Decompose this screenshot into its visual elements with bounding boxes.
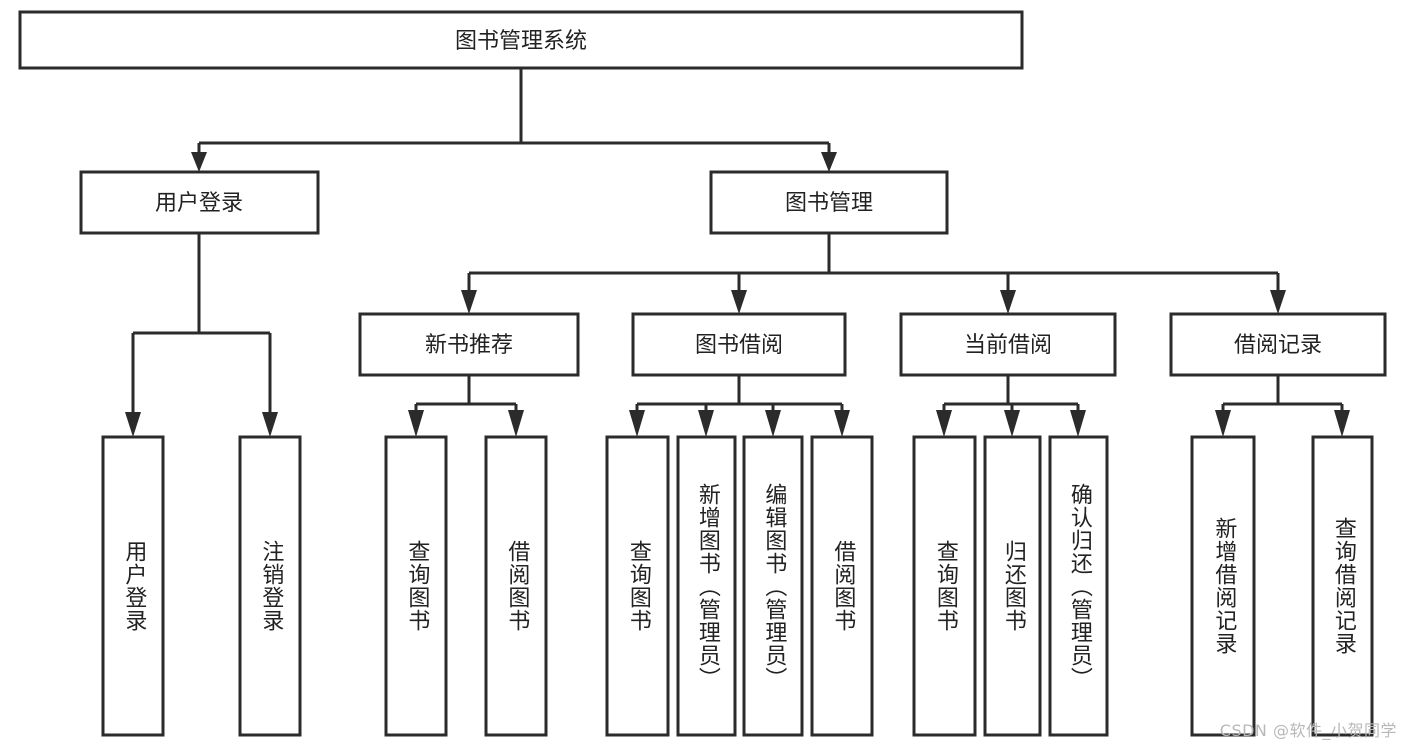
label-root: 图书管理系统 xyxy=(455,29,587,54)
arrowhead-user-login xyxy=(191,152,207,172)
arrowhead-bb-edit xyxy=(765,410,781,437)
node-boxes xyxy=(18,10,1387,737)
arrowhead-cb-query xyxy=(936,410,952,437)
node-box-leaf-br-add[interactable] xyxy=(1190,435,1256,737)
label-new-book-rec: 新书推荐 xyxy=(425,333,513,358)
node-box-leaf-nb-borrow[interactable] xyxy=(484,435,548,737)
connector-group-new-book-rec xyxy=(408,375,524,437)
arrowhead-new-book-rec xyxy=(461,290,477,314)
arrowhead-cb-confirm xyxy=(1070,410,1086,437)
connector-group-current-borrow xyxy=(936,375,1086,437)
node-box-leaf-logout[interactable] xyxy=(238,435,302,737)
arrowhead-current-borrow xyxy=(1000,290,1016,314)
node-box-leaf-cb-return[interactable] xyxy=(983,435,1042,737)
label-borrow-record: 借阅记录 xyxy=(1234,333,1322,358)
node-box-leaf-bb-query[interactable] xyxy=(605,435,670,737)
node-box-borrow-record[interactable] xyxy=(1169,312,1387,377)
arrowhead-nb-query xyxy=(408,410,424,437)
node-box-leaf-nb-query[interactable] xyxy=(384,435,448,737)
node-box-book-manage[interactable] xyxy=(709,170,949,235)
node-box-leaf-user-login[interactable] xyxy=(101,435,165,737)
arrowhead-cb-return xyxy=(1004,410,1020,437)
arrowhead-bb-borrow xyxy=(834,410,850,437)
arrowhead-br-query xyxy=(1334,410,1350,437)
node-box-leaf-bb-borrow[interactable] xyxy=(810,435,874,737)
label-book-borrow: 图书借阅 xyxy=(695,333,783,358)
connector-group-root xyxy=(191,68,837,172)
node-box-root[interactable] xyxy=(18,10,1024,70)
arrowhead-bb-query xyxy=(629,410,645,437)
label-current-borrow: 当前借阅 xyxy=(964,333,1052,358)
label-book-manage: 图书管理 xyxy=(785,191,873,216)
connector-group-book-borrow xyxy=(629,375,850,437)
arrowhead-leaf-user-login xyxy=(125,412,141,437)
node-box-leaf-br-query[interactable] xyxy=(1311,435,1374,737)
arrowhead-leaf-logout xyxy=(262,412,278,437)
node-box-book-borrow[interactable] xyxy=(631,312,847,377)
connector-group-borrow-record xyxy=(1215,375,1350,437)
node-box-leaf-bb-add[interactable] xyxy=(676,435,737,737)
node-box-new-book-rec[interactable] xyxy=(358,312,580,377)
arrowhead-br-add xyxy=(1215,410,1231,437)
arrowhead-borrow-record xyxy=(1270,290,1286,314)
label-user-login: 用户登录 xyxy=(155,191,243,216)
node-box-leaf-cb-query[interactable] xyxy=(912,435,977,737)
node-box-current-borrow[interactable] xyxy=(899,312,1117,377)
arrowhead-bb-add xyxy=(698,410,714,437)
node-box-leaf-cb-confirm[interactable] xyxy=(1048,435,1109,737)
arrowhead-book-manage xyxy=(821,152,837,172)
node-labels-horizontal: 图书管理系统 用户登录 图书管理 新书推荐 图书借阅 当前借阅 借阅记录 xyxy=(155,29,1322,358)
arrowhead-book-borrow xyxy=(731,290,747,314)
node-box-leaf-bb-edit[interactable] xyxy=(742,435,804,737)
arrowhead-nb-borrow xyxy=(508,410,524,437)
connector-group-user-login xyxy=(125,233,278,437)
csdn-watermark: CSDN @软件_小贺同学 xyxy=(1219,721,1397,740)
connector-group-book-manage xyxy=(461,233,1286,314)
node-box-user-login[interactable] xyxy=(79,170,320,235)
